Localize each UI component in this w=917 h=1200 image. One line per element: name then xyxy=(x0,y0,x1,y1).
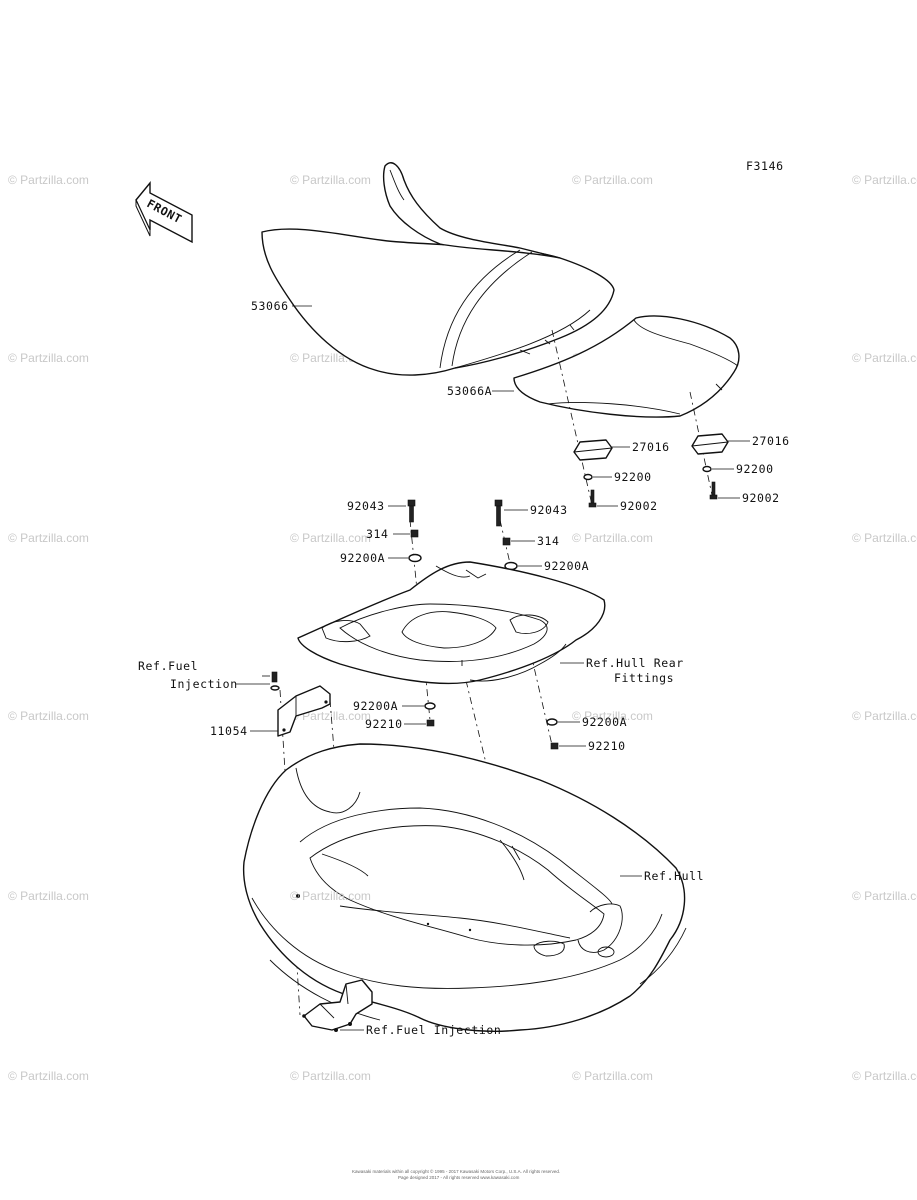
label-damper-left: 27016 xyxy=(632,440,670,454)
watermark: © Partzilla.com xyxy=(8,351,89,365)
label-bolt-right: 92043 xyxy=(530,503,568,517)
label-ref-fuel-injection-bottom: Ref.Fuel Injection xyxy=(366,1023,501,1037)
label-ref-hull-rear-fittings-2: Fittings xyxy=(614,671,674,685)
figure-code: F3146 xyxy=(746,159,784,173)
label-seat-rear: 53066A xyxy=(447,384,492,398)
hull-rear-fitting xyxy=(297,561,606,685)
watermark: © Partzilla.com xyxy=(290,173,371,187)
washer-a-upper-left xyxy=(408,553,422,563)
watermark: © Partzilla.com xyxy=(8,889,89,903)
front-seat xyxy=(261,162,615,376)
nut-left xyxy=(426,719,435,727)
label-bracket: 11054 xyxy=(210,724,248,738)
label-ref-hull-rear-fittings-1: Ref.Hull Rear xyxy=(586,656,684,670)
label-washer-right: 92200 xyxy=(736,462,774,476)
washer-a-lower-right xyxy=(546,718,558,726)
watermark: © Partzilla.com xyxy=(852,709,917,723)
watermark: © Partzilla.com xyxy=(8,173,89,187)
washer-left xyxy=(583,473,593,481)
collar-left xyxy=(410,529,419,538)
watermark: © Partzilla.com xyxy=(8,709,89,723)
watermark: © Partzilla.com xyxy=(572,1069,653,1083)
label-ref-hull: Ref.Hull xyxy=(644,869,704,883)
label-collar-right: 314 xyxy=(537,534,560,548)
label-collar-left: 314 xyxy=(366,527,389,541)
watermark: © Partzilla.com xyxy=(852,1069,917,1083)
screw-right xyxy=(709,481,718,500)
watermark: © Partzilla.com xyxy=(852,351,917,365)
label-nut-right: 92210 xyxy=(588,739,626,753)
collar-right xyxy=(502,537,511,546)
bracket xyxy=(277,685,331,737)
watermark: © Partzilla.com xyxy=(290,531,371,545)
watermark: © Partzilla.com xyxy=(852,173,917,187)
label-washer-left: 92200 xyxy=(614,470,652,484)
label-ref-fuel-injection-top-1: Ref.Fuel xyxy=(138,659,198,673)
label-bolt-left: 92043 xyxy=(347,499,385,513)
label-ref-fuel-injection-top-2: Injection xyxy=(170,677,238,691)
damper-right xyxy=(691,433,729,455)
label-washer-a-upper-right: 92200A xyxy=(544,559,589,573)
front-arrow-icon: FRONT xyxy=(135,181,193,244)
label-washer-a-lower-left: 92200A xyxy=(353,699,398,713)
copyright-line-1: Kawasaki materials within all copyright … xyxy=(352,1168,560,1174)
label-washer-a-lower-right: 92200A xyxy=(582,715,627,729)
fuel-injection-bracket xyxy=(302,979,373,1032)
watermark: © Partzilla.com xyxy=(852,889,917,903)
label-damper-right: 27016 xyxy=(752,434,790,448)
label-screw-right: 92002 xyxy=(742,491,780,505)
watermark: © Partzilla.com xyxy=(290,709,371,723)
hull xyxy=(242,743,687,1032)
small-bolt xyxy=(271,671,278,683)
watermark: © Partzilla.com xyxy=(8,531,89,545)
center-watermark: © Partzilla.com xyxy=(290,889,371,903)
watermark: © Partzilla.com xyxy=(572,531,653,545)
label-nut-left: 92210 xyxy=(365,717,403,731)
watermark: © Partzilla.com xyxy=(572,173,653,187)
damper-left xyxy=(573,439,613,461)
label-washer-a-upper-left: 92200A xyxy=(340,551,385,565)
watermark: © Partzilla.com xyxy=(290,1069,371,1083)
bolt-left xyxy=(407,499,416,523)
copyright-line-2: Page designed 2017 - All rights reserved… xyxy=(398,1175,520,1180)
watermark: © Partzilla.com xyxy=(852,531,917,545)
nut-right xyxy=(550,742,559,750)
watermark: © Partzilla.com xyxy=(8,1069,89,1083)
washer-right xyxy=(702,465,712,473)
label-seat-front: 53066 xyxy=(251,299,289,313)
small-washer xyxy=(270,685,280,691)
label-screw-left: 92002 xyxy=(620,499,658,513)
rear-seat xyxy=(513,315,740,418)
watermark: © Partzilla.com xyxy=(572,709,653,723)
washer-a-lower-left xyxy=(424,702,436,710)
screw-left xyxy=(588,489,597,508)
bolt-right xyxy=(494,499,503,527)
